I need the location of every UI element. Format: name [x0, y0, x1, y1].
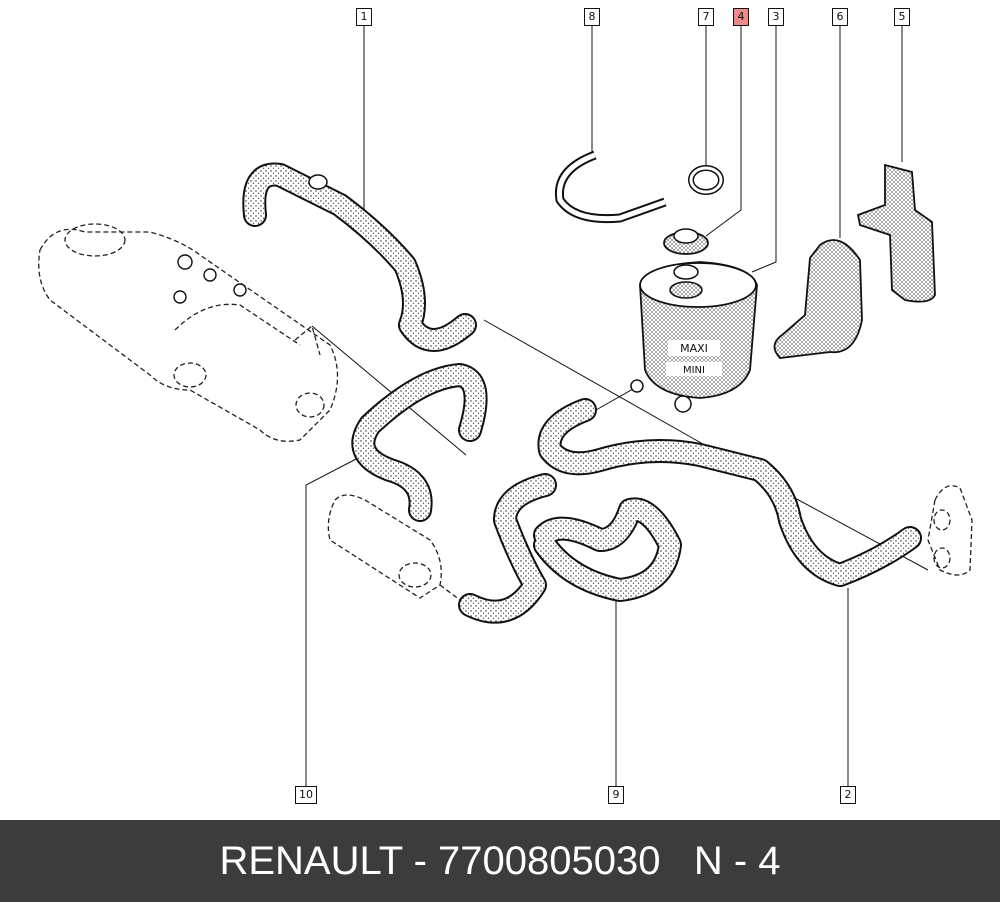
callout-3: 3	[768, 8, 784, 26]
bracket-6	[773, 239, 863, 359]
footer-part-number: RENAULT - 7700805030 N - 4	[219, 838, 781, 883]
hose-1	[242, 162, 477, 352]
callout-4-highlighted: 4	[733, 8, 749, 26]
callout-2: 2	[840, 786, 856, 804]
footer-bar: RENAULT - 7700805030 N - 4	[0, 820, 1000, 902]
reservoir: MAXI MINI	[630, 261, 758, 413]
callout-8: 8	[584, 8, 600, 26]
callout-9: 9	[608, 786, 624, 804]
parts-diagram: MAXI MINI	[38, 25, 973, 787]
engine-fittings	[173, 254, 247, 304]
hose-10	[351, 363, 488, 522]
callout-5: 5	[894, 8, 910, 26]
clamp-8	[554, 150, 667, 224]
right-mount-outline	[927, 485, 973, 576]
engine-block-outline	[38, 223, 339, 442]
pump-outline	[327, 494, 461, 601]
callout-1: 1	[356, 8, 372, 26]
callout-6: 6	[832, 8, 848, 26]
callout-7: 7	[698, 8, 714, 26]
hose-9	[458, 473, 682, 624]
bracket-5	[856, 163, 936, 303]
hose-2	[537, 398, 922, 587]
clamp-7	[688, 165, 724, 195]
reservoir-cap	[663, 228, 709, 299]
reservoir-min-label: MINI	[683, 365, 705, 376]
callout-10: 10	[295, 786, 317, 804]
reservoir-max-label: MAXI	[680, 342, 708, 355]
